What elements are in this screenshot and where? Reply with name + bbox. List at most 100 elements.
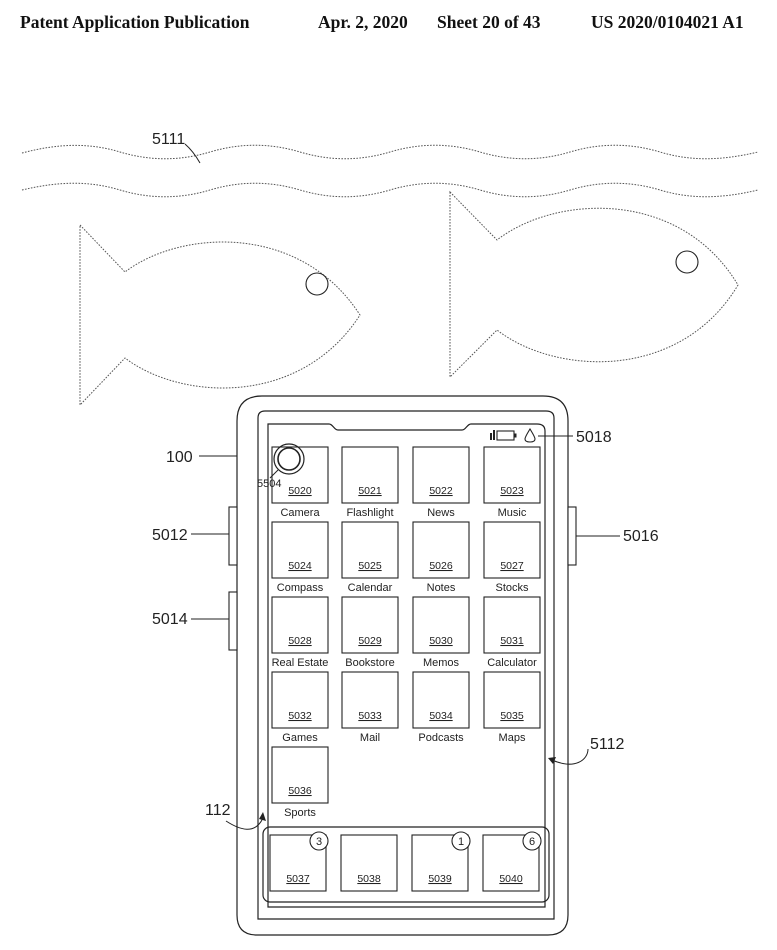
notification-badge-count: 1 (458, 836, 464, 848)
notification-badge-count: 3 (316, 836, 322, 848)
publication-title: Patent Application Publication (20, 12, 250, 32)
device-screen (267, 423, 546, 908)
app-name-label: Podcasts (418, 732, 464, 744)
signal-icon (490, 433, 492, 440)
dock-app-ref-label: 5039 (428, 873, 452, 885)
app-name-label: Notes (427, 582, 456, 594)
battery-tip-icon (514, 433, 517, 438)
app-name-label: Flashlight (346, 507, 393, 519)
app-icon-frame (341, 521, 399, 579)
app-icon-frame (271, 521, 329, 579)
app-name-label: Calculator (487, 657, 537, 669)
device-body (236, 395, 569, 936)
screen-ref-arrow (548, 757, 556, 764)
app-icon-frame (341, 446, 399, 504)
notification-badge (522, 831, 542, 851)
app-name-label: Memos (423, 657, 460, 669)
app-icon-frame (271, 596, 329, 654)
battery-icon (496, 430, 515, 441)
dock-ref-label: 112 (205, 802, 231, 819)
fish-right-eye (675, 250, 699, 274)
app-ref-label: 5027 (500, 560, 524, 572)
app-name-label: Real Estate (272, 657, 329, 669)
notification-badge (309, 831, 329, 851)
app-name-label: Bookstore (345, 657, 395, 669)
app-name-label: Mail (360, 732, 380, 744)
app-icon-frame (483, 446, 541, 504)
side-button-left-bottom[interactable] (228, 591, 238, 651)
focus-indicator-inner (277, 447, 301, 471)
app-ref-label: 5032 (288, 710, 312, 722)
notification-badge-count: 6 (529, 836, 535, 848)
status-ref-label: 5018 (576, 429, 612, 446)
button-left-top-ref-label: 5012 (152, 527, 188, 544)
water-wave-bottom (21, 182, 759, 198)
dock-ref-arrow (259, 812, 266, 821)
app-ref-label: 5024 (288, 560, 312, 572)
app-name-label: Games (282, 732, 318, 744)
app-icon-frame (483, 521, 541, 579)
water-wave-top (21, 144, 759, 160)
dock: 5037 3 5038 5039 1 5040 6 (262, 826, 550, 903)
dock-app-ref-label: 5040 (499, 873, 523, 885)
focus-indicator-outer (273, 443, 305, 475)
app-name-label: News (427, 507, 455, 519)
publication-number: US 2020/0104021 A1 (591, 12, 744, 32)
app-ref-label: 5030 (429, 635, 453, 647)
app-ref-label: 5034 (429, 710, 453, 722)
app-icon-frame (483, 671, 541, 729)
screen-ref-leader (551, 748, 589, 765)
app-ref-label: 5026 (429, 560, 453, 572)
side-button-left-top[interactable] (228, 506, 238, 566)
dock-app-frame (340, 834, 398, 892)
app-name-label: Compass (277, 582, 324, 594)
device-screen-edge (257, 410, 555, 920)
app-icon-frame (341, 671, 399, 729)
dock-app-frame (411, 834, 469, 892)
dock-tray (262, 826, 550, 903)
app-ref-label: 5023 (500, 485, 524, 497)
app-icon-frame (271, 671, 329, 729)
fish-left-outline (79, 223, 361, 407)
app-grid: 5020Camera5021Flashlight5022News5023Musi… (271, 446, 541, 819)
app-icon-frame (412, 446, 470, 504)
app-name-label: Sports (284, 807, 316, 819)
dock-app-ref-label: 5037 (286, 873, 310, 885)
app-name-label: Calendar (348, 582, 393, 594)
dock-app-icon[interactable]: 5037 3 (269, 831, 329, 892)
dock-app-icon[interactable]: 5038 (340, 834, 398, 892)
app-icon-frame (271, 446, 329, 504)
device: 5020Camera5021Flashlight5022News5023Musi… (228, 395, 577, 936)
drop-icon (524, 427, 536, 443)
button-left-bottom-ref-label: 5014 (152, 611, 188, 628)
side-button-right[interactable] (567, 506, 577, 566)
button-right-ref-label: 5016 (623, 528, 659, 545)
dock-app-icon[interactable]: 5040 6 (482, 831, 542, 892)
water-ref-label: 5111 (152, 131, 185, 148)
app-ref-label: 5033 (358, 710, 382, 722)
fish-left-eye (305, 272, 329, 296)
app-ref-label: 5036 (288, 785, 312, 797)
dock-app-icon[interactable]: 5039 1 (411, 831, 471, 892)
app-name-label: Maps (499, 732, 526, 744)
focus-ref-leader (269, 469, 279, 479)
